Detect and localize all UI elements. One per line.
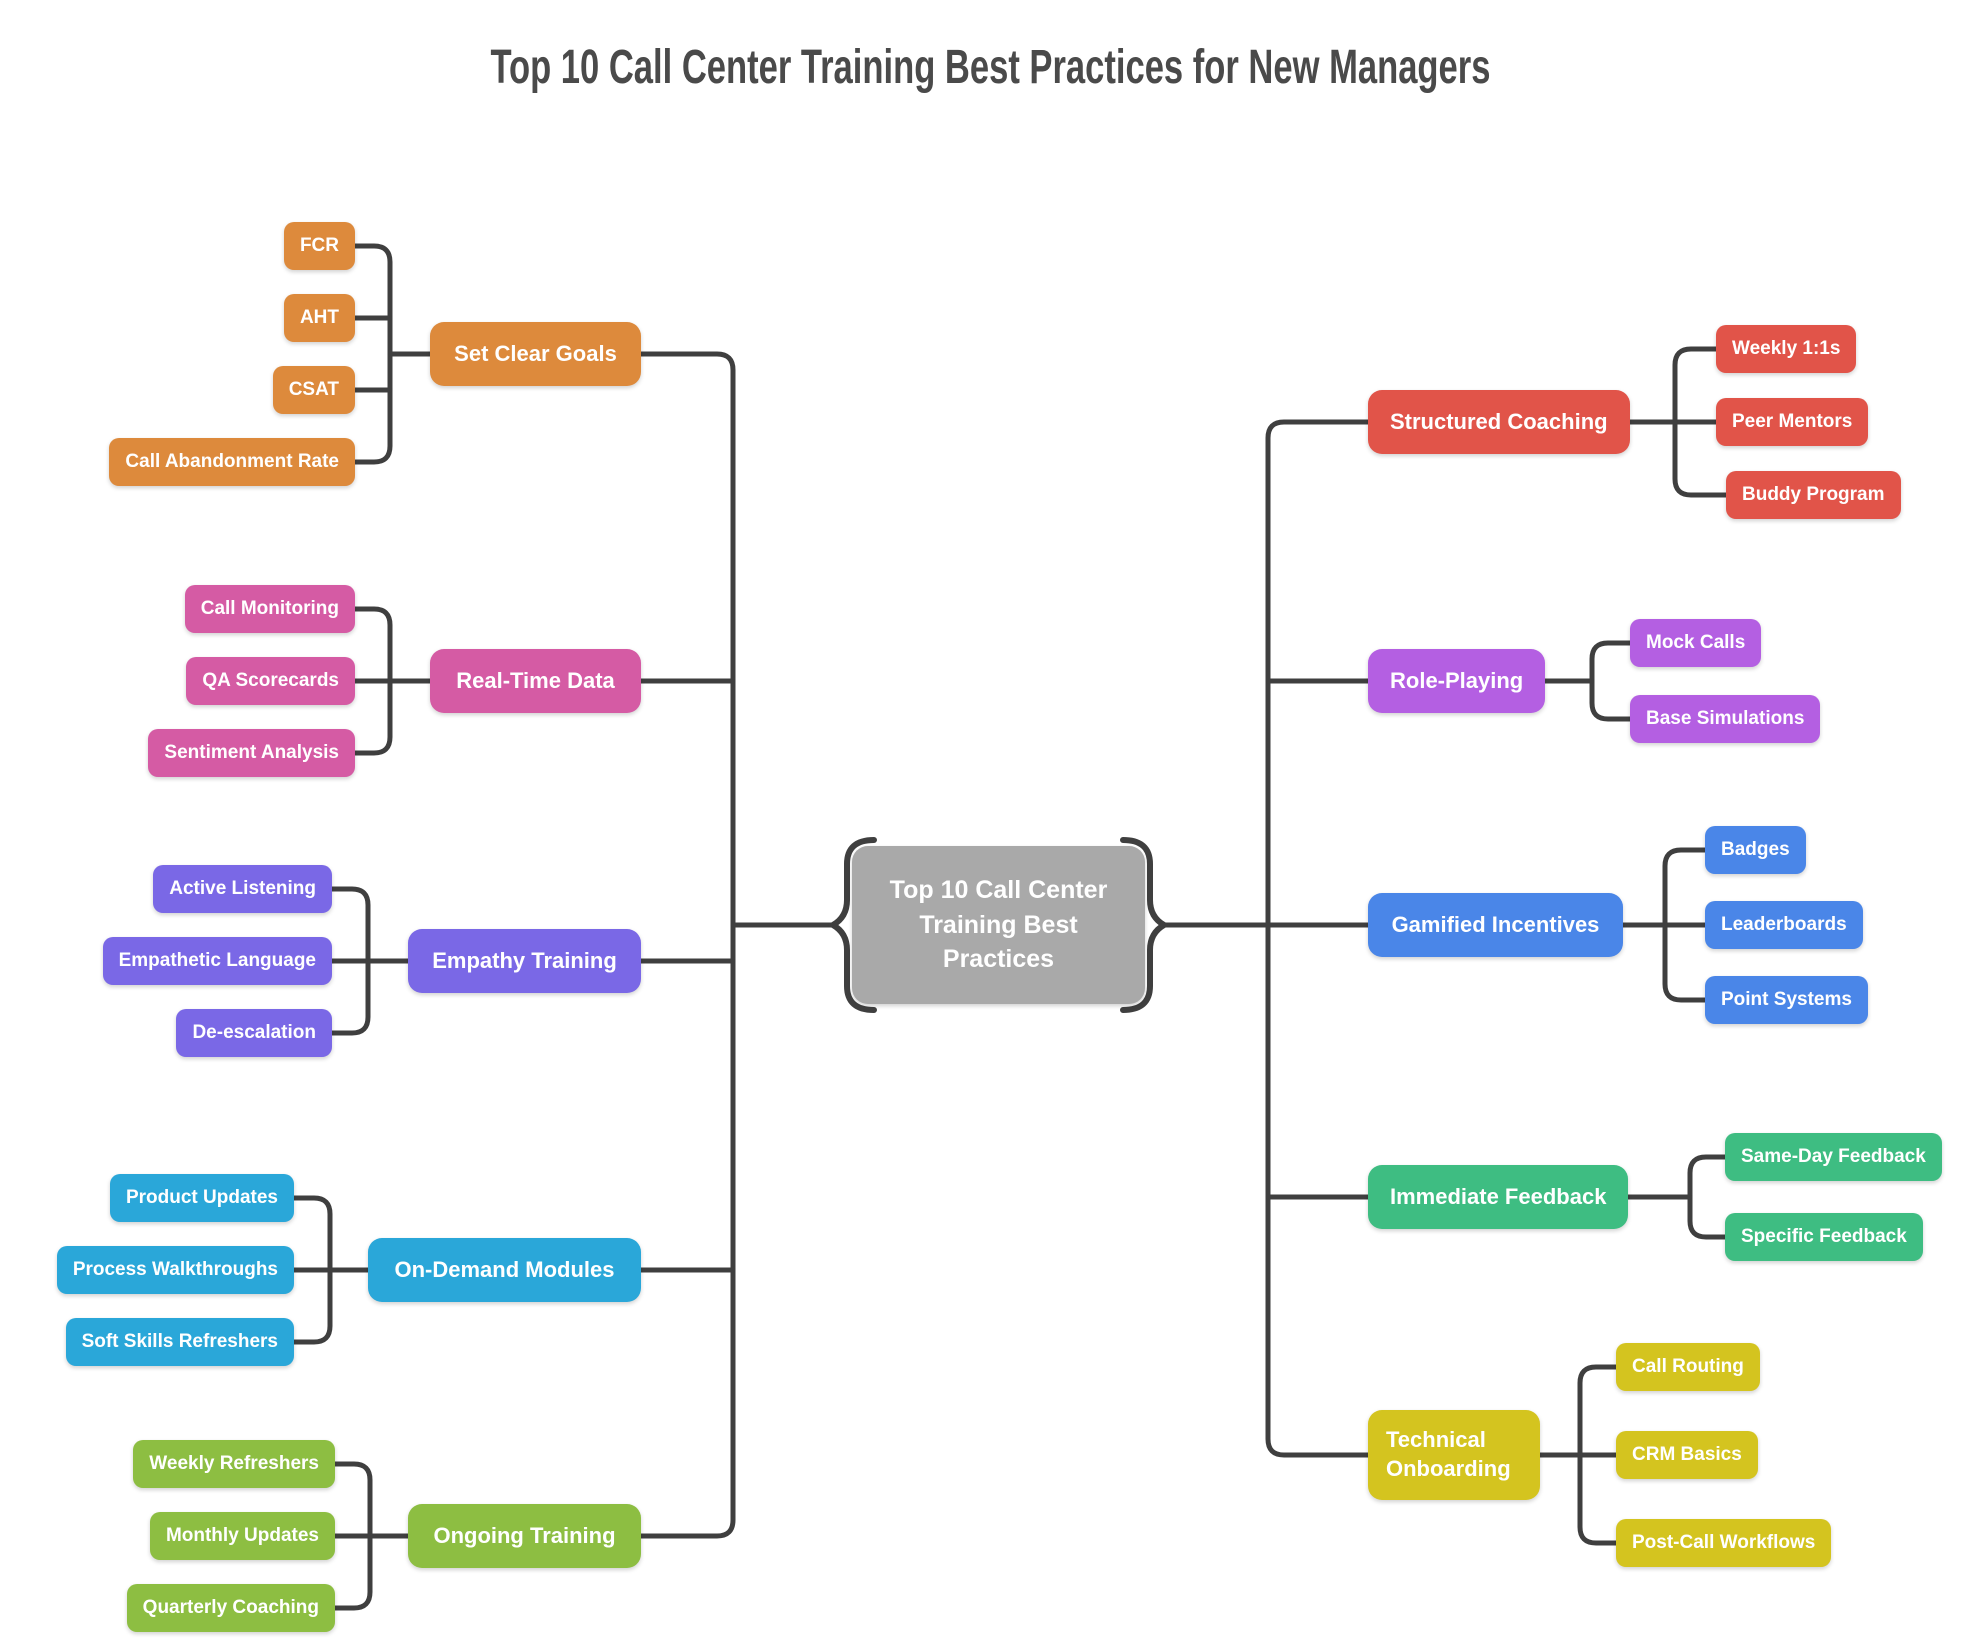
topic-crm-basics: CRM Basics — [1616, 1431, 1758, 1479]
topic-fcr: FCR — [283, 222, 355, 270]
diagram-title: Top 10 Call Center Training Best Practic… — [490, 41, 1491, 94]
branch-real-time-data: Real-Time Data — [430, 649, 641, 713]
topic-leaderboards: Leaderboards — [1705, 901, 1863, 949]
branch-empathy-training: Empathy Training — [408, 929, 641, 993]
branch-ongoing-training: Ongoing Training — [408, 1504, 641, 1568]
topic-buddy-program: Buddy Program — [1726, 471, 1901, 519]
topic-call-routing: Call Routing — [1616, 1343, 1760, 1391]
topic-soft-skills-refreshers: Soft Skills Refreshers — [65, 1318, 294, 1366]
topic-monthly-updates: Monthly Updates — [149, 1512, 335, 1560]
branch-immediate-feedback: Immediate Feedback — [1368, 1165, 1629, 1229]
topic-point-systems: Point Systems — [1705, 976, 1868, 1024]
topic-product-updates: Product Updates — [109, 1174, 294, 1222]
branch-on-demand-modules: On-Demand Modules — [368, 1238, 641, 1302]
topic-aht: AHT — [283, 294, 355, 342]
topic-active-listening: Active Listening — [153, 865, 332, 913]
topic-process-walkthroughs: Process Walkthroughs — [56, 1246, 294, 1294]
topic-mock-calls: Mock Calls — [1630, 619, 1762, 667]
topic-peer-mentors: Peer Mentors — [1716, 398, 1869, 446]
topic-qa-scorecards: QA Scorecards — [186, 657, 355, 705]
topic-de-escalation: De-escalation — [176, 1009, 332, 1057]
topic-specific-feedback: Specific Feedback — [1725, 1213, 1923, 1261]
topic-base-simulations: Base Simulations — [1630, 695, 1821, 743]
branch-role-playing: Role-Playing — [1368, 649, 1546, 713]
branch-structured-coaching: Structured Coaching — [1368, 390, 1630, 454]
topic-sentiment-analysis: Sentiment Analysis — [148, 729, 355, 777]
branch-set-clear-goals: Set Clear Goals — [430, 322, 641, 386]
central-topic: Top 10 Call Center Training Best Practic… — [852, 846, 1145, 1004]
branch-gamified-incentives: Gamified Incentives — [1368, 893, 1623, 957]
topic-quarterly-coaching: Quarterly Coaching — [126, 1584, 335, 1632]
topic-weekly-1-1s: Weekly 1:1s — [1716, 325, 1857, 373]
topic-csat: CSAT — [272, 366, 355, 414]
topic-empathetic-language: Empathetic Language — [102, 937, 332, 985]
topic-call-monitoring: Call Monitoring — [184, 585, 355, 633]
topic-call-abandonment-rate: Call Abandonment Rate — [109, 438, 355, 486]
topic-post-call-workflows: Post-Call Workflows — [1616, 1519, 1832, 1567]
topic-badges: Badges — [1705, 826, 1806, 874]
branch-technical-onboarding: Technical Onboarding — [1368, 1410, 1540, 1500]
topic-weekly-refreshers: Weekly Refreshers — [133, 1440, 335, 1488]
topic-same-day-feedback: Same-Day Feedback — [1725, 1133, 1942, 1181]
